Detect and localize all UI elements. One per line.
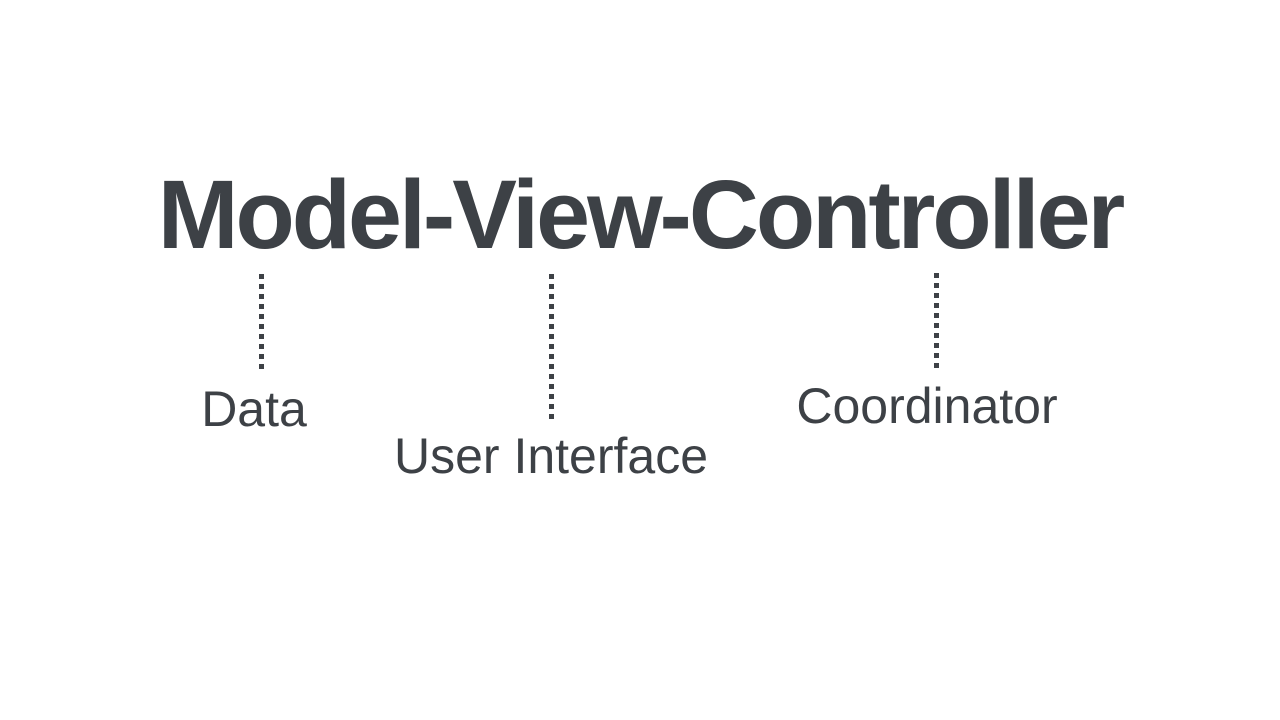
controller-annotation-label: Coordinator xyxy=(796,378,1058,434)
view-annotation-label: User Interface xyxy=(393,428,709,484)
model-annotation-label: Data xyxy=(201,381,307,437)
model-connector-dotted-line-icon xyxy=(259,274,264,369)
view-connector-dotted-line-icon xyxy=(549,274,554,419)
controller-connector-dotted-line-icon xyxy=(934,273,939,368)
diagram-title: Model-View-Controller xyxy=(157,160,1126,269)
